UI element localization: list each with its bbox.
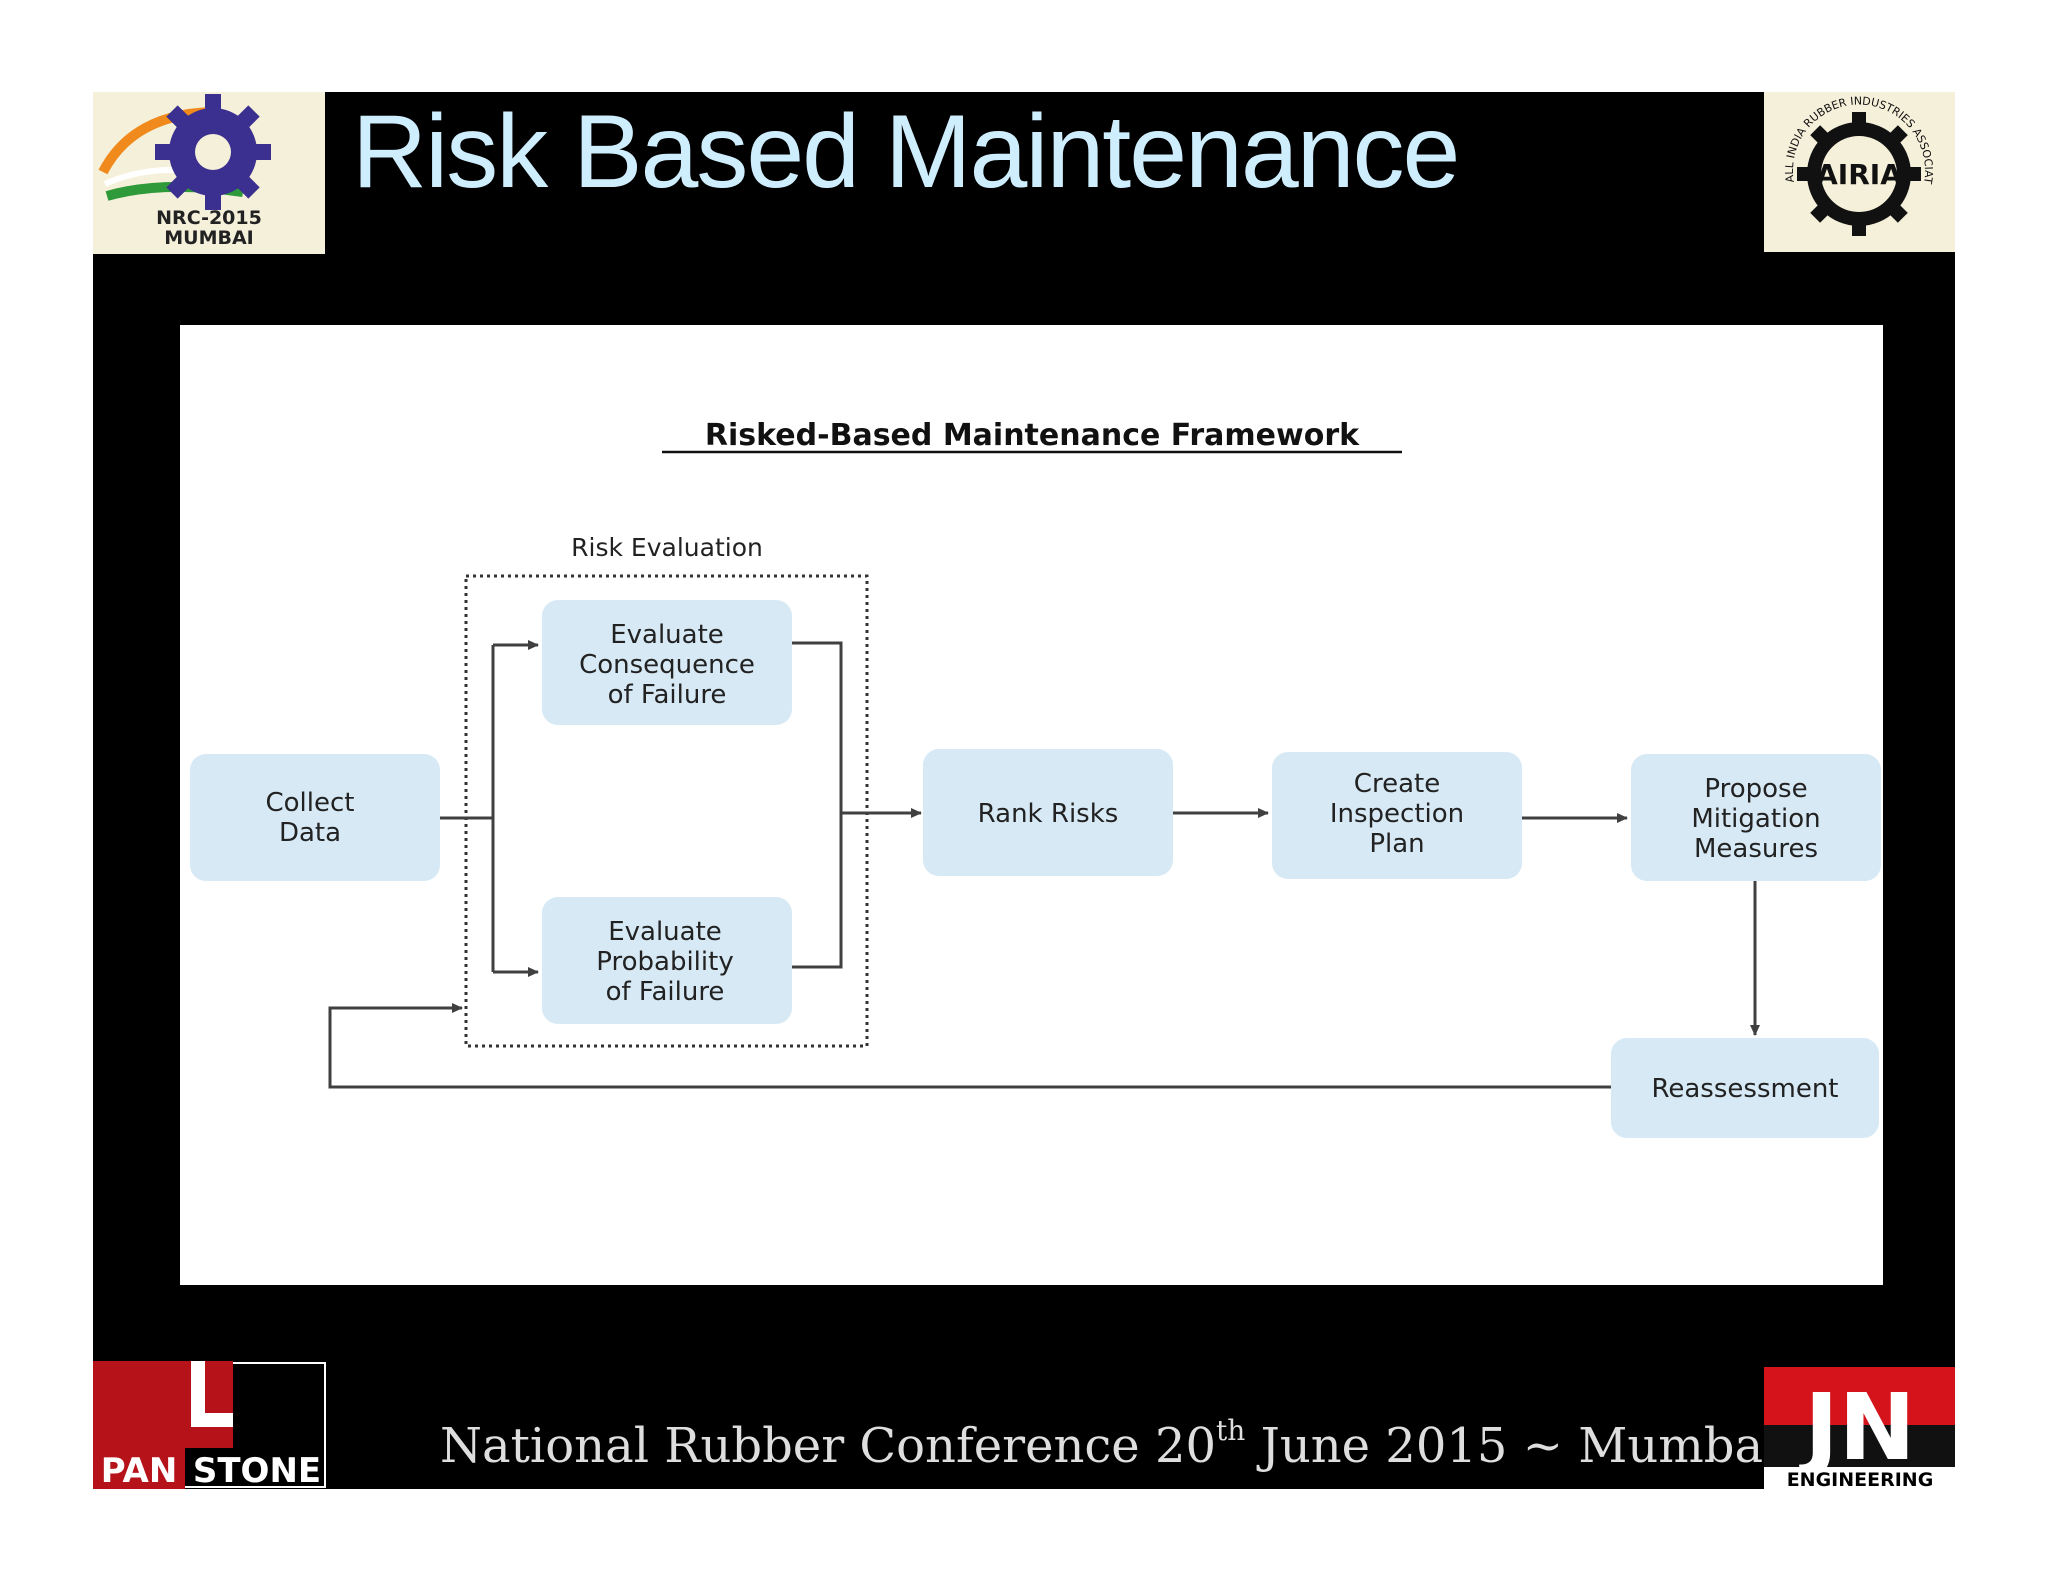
footer-conference-text: National Rubber Conference 20th June 201… [440,1414,1779,1474]
node-inspection-line3: Plan [1369,829,1424,859]
risk-evaluation-label: Risk Evaluation [571,533,763,562]
diagram-heading: Risked-Based Maintenance Framework [705,418,1360,453]
node-probability-line2: Probability [596,947,733,977]
panstone-right: STONE [193,1451,321,1489]
node-evaluate-consequence: Evaluate Consequence of Failure [542,600,792,725]
jn-mark-text: JN [1798,1374,1915,1481]
airia-logo-center: AIRIA [1816,158,1902,191]
airia-gear-icon: AIRIA ALL INDIA RUBBER INDUSTRIES ASSOCI… [1760,82,1935,236]
risk-evaluation-group [464,574,869,1048]
footer-superscript: th [1216,1414,1246,1447]
jn-engineering-logo: JN ENGINEERING [1764,1367,1955,1491]
connector-evaluations-merge [792,641,843,969]
footer-text-start: National Rubber Conference 20 [440,1418,1217,1474]
node-propose-mitigation: Propose Mitigation Measures [1631,754,1881,881]
node-create-inspection-plan: Create Inspection Plan [1272,752,1522,879]
nrc-logo-line2: MUMBAI [164,227,254,249]
panstone-mark-icon: PAN STONE [93,1361,327,1491]
framework-diagram: Risked-Based Maintenance Framework Risk … [190,418,1881,1138]
node-mitigation-line1: Propose [1704,774,1807,804]
node-rank-risks-label: Rank Risks [978,799,1119,829]
jn-sub-text: ENGINEERING [1787,1469,1934,1489]
page-title: Risk Based Maintenance [352,94,1460,210]
node-evaluate-probability: Evaluate Probability of Failure [542,897,792,1024]
node-rank-risks: Rank Risks [923,749,1173,876]
node-consequence-line1: Evaluate [610,620,724,650]
node-collect-data-line1: Collect [266,788,355,818]
node-collect-data: Collect Data [190,754,440,881]
nrc-gear-icon: NRC-2015 MUMBAI [98,94,271,249]
node-mitigation-line3: Measures [1694,834,1818,864]
node-consequence-line3: of Failure [608,680,727,710]
node-probability-line3: of Failure [606,977,725,1007]
node-inspection-line1: Create [1354,769,1440,799]
diagram-panel: Risked-Based Maintenance Framework Risk … [180,325,1883,1285]
nrc-logo-line1: NRC-2015 [156,207,262,229]
connectors [328,640,1760,1089]
arrow-feedback-loop [328,1003,1612,1089]
node-inspection-line2: Inspection [1330,799,1464,829]
node-probability-line1: Evaluate [608,917,722,947]
panstone-left: PAN [101,1451,178,1489]
panstone-logo: PAN STONE [93,1361,327,1491]
airia-logo: AIRIA ALL INDIA RUBBER INDUSTRIES ASSOCI… [1760,82,1955,252]
nrc-logo: NRC-2015 MUMBAI [93,92,325,254]
node-collect-data-line2: Data [279,818,341,848]
node-reassessment: Reassessment [1611,1038,1879,1138]
node-reassessment-label: Reassessment [1651,1074,1838,1104]
footer-text-end: June 2015 ~ Mumbai [1245,1418,1779,1474]
node-consequence-line2: Consequence [579,650,755,680]
jn-mark-icon: JN ENGINEERING [1764,1367,1955,1491]
node-mitigation-line2: Mitigation [1691,804,1820,834]
